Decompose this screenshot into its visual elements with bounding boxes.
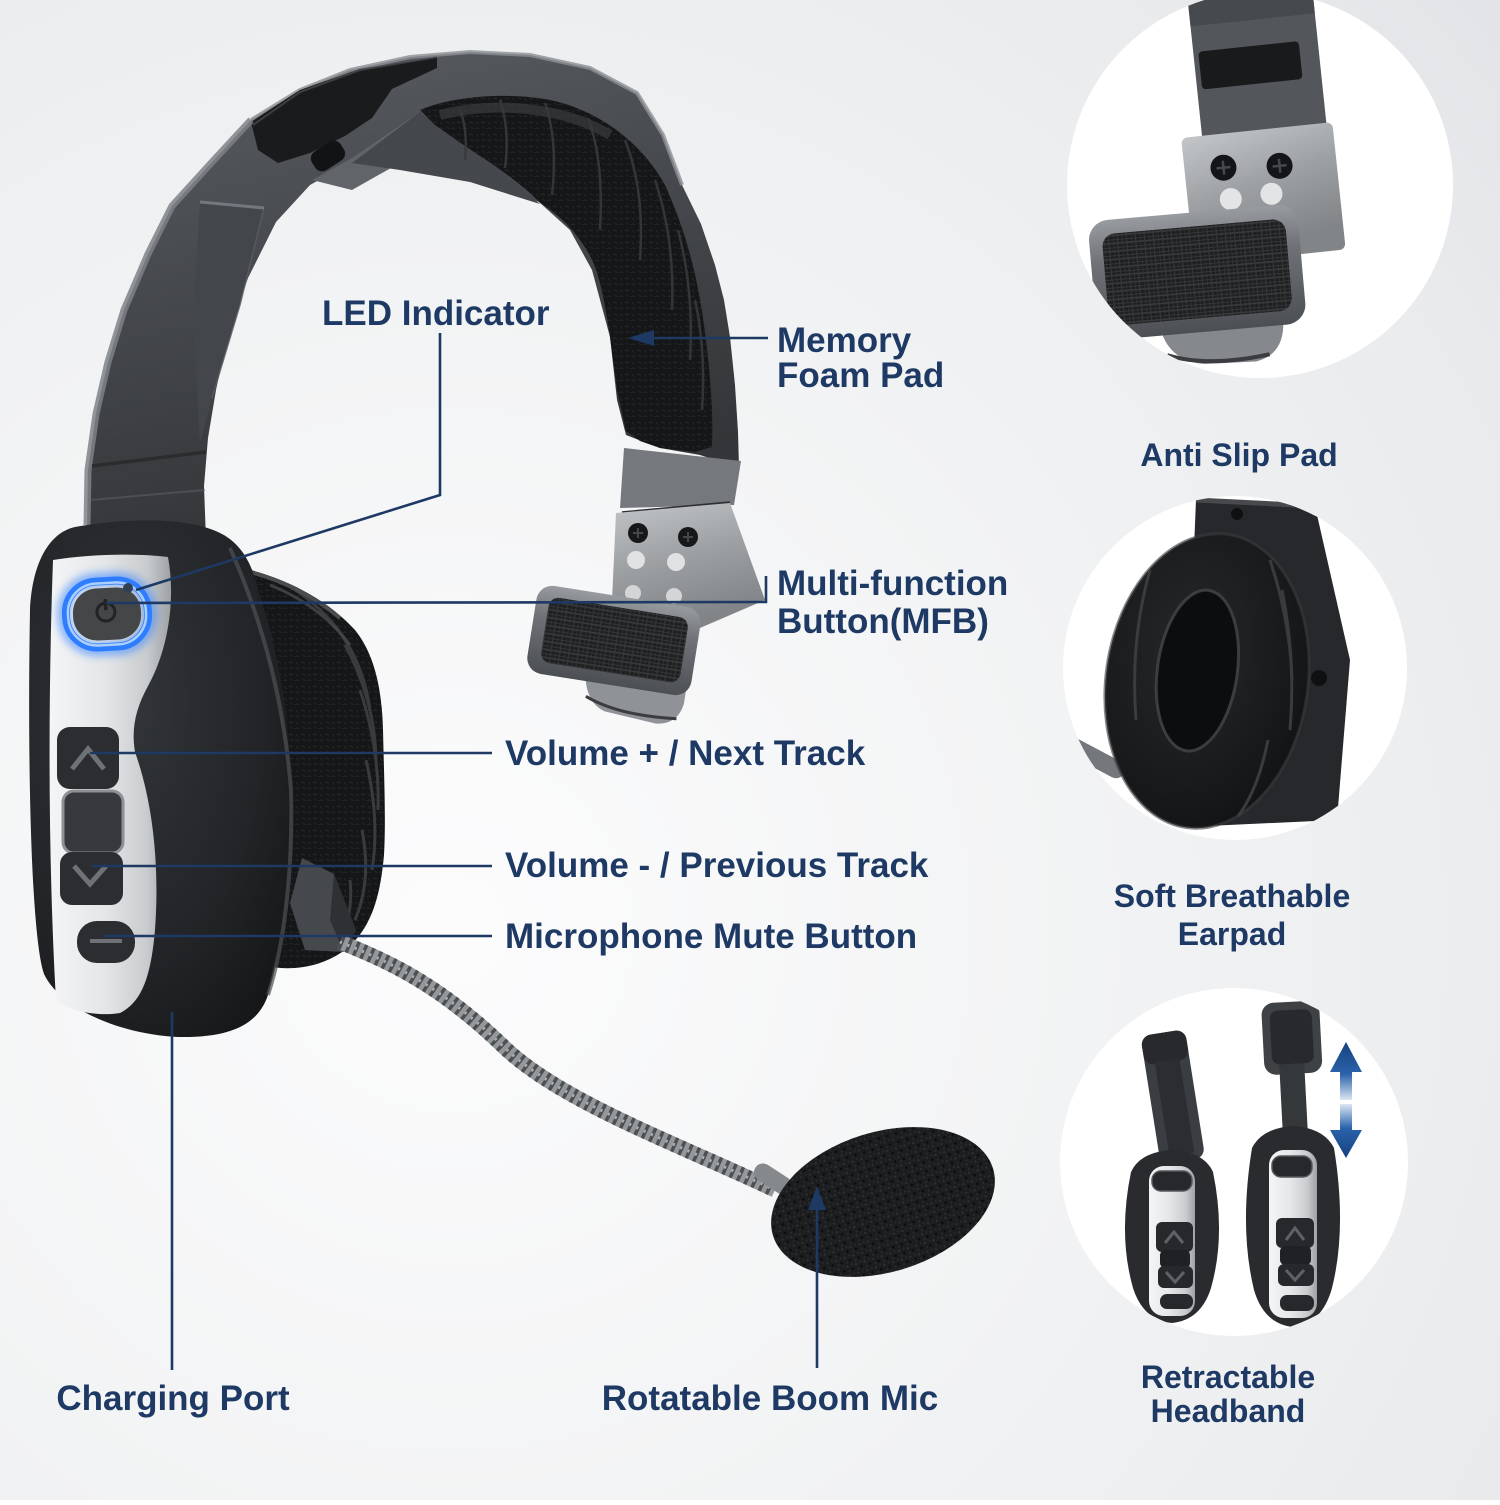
svg-text:Foam Pad: Foam Pad [777,356,944,395]
svg-text:Retractable: Retractable [1141,1359,1315,1395]
svg-text:LED Indicator: LED Indicator [322,294,550,333]
svg-text:Headband: Headband [1151,1393,1306,1429]
svg-text:Multi-function: Multi-function [777,564,1008,603]
svg-text:Button(MFB): Button(MFB) [777,602,989,641]
svg-text:Anti Slip Pad: Anti Slip Pad [1140,437,1337,473]
svg-text:Rotatable Boom Mic: Rotatable Boom Mic [602,1379,938,1418]
svg-text:Soft Breathable: Soft Breathable [1114,878,1350,914]
svg-text:Charging Port: Charging Port [56,1379,290,1418]
svg-text:Volume - / Previous Track: Volume - / Previous Track [505,846,929,885]
svg-text:Volume + / Next Track: Volume + / Next Track [505,734,866,773]
svg-text:Microphone Mute Button: Microphone Mute Button [505,917,917,956]
svg-text:Earpad: Earpad [1178,916,1286,952]
svg-text:Memory: Memory [777,321,912,360]
